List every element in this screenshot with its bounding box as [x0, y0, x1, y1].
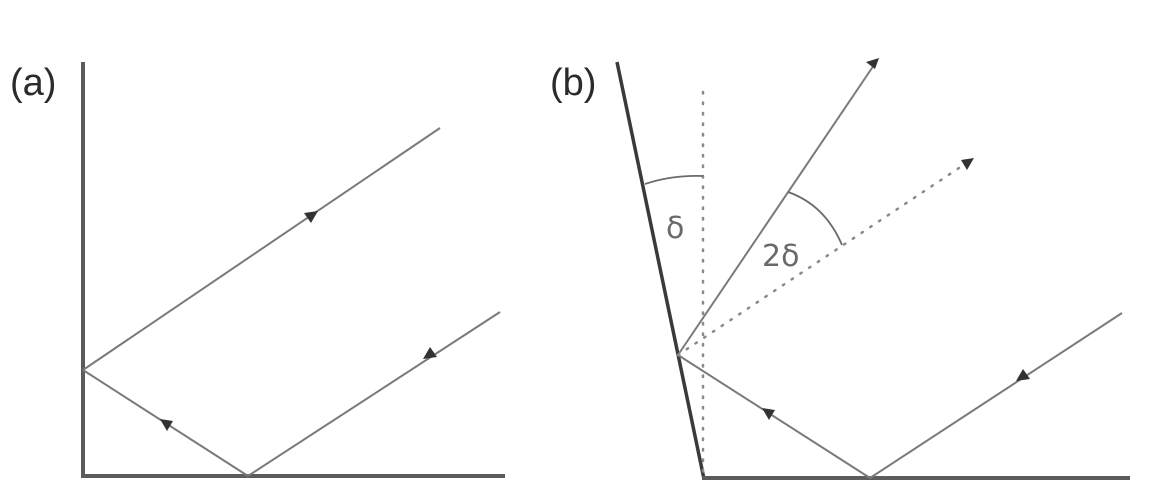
deviation-angle-arc: [787, 191, 843, 246]
tilted-mirror: [615, 61, 706, 480]
panel-b: (b) δ 2δ: [550, 58, 1130, 480]
panel-b-label: (b): [550, 62, 596, 104]
arrow-icon: [762, 408, 775, 420]
antiparallel-reference-ray: [676, 162, 967, 357]
panel-a: (a): [10, 62, 505, 478]
middle-ray: [677, 354, 871, 479]
arrow-icon: [1016, 369, 1030, 381]
tilt-angle-arc: [644, 175, 704, 185]
arrow-icon: [423, 347, 437, 359]
outgoing-ray: [677, 64, 875, 356]
arrow-icon: [866, 58, 879, 69]
deviation-angle-label: 2δ: [762, 239, 799, 274]
arrow-icon: [304, 211, 318, 223]
arrow-icon: [160, 419, 173, 431]
outgoing-ray: [82, 127, 441, 371]
panel-a-label: (a): [10, 62, 56, 104]
incoming-ray: [869, 312, 1123, 479]
incoming-ray: [247, 311, 501, 477]
tilt-angle-label: δ: [666, 211, 684, 246]
arrow-icon: [961, 158, 974, 170]
